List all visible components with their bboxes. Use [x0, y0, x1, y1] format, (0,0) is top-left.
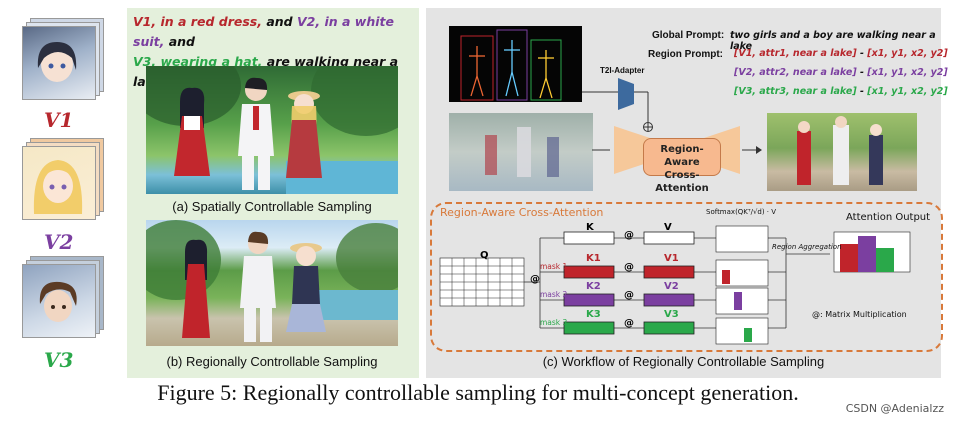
caption-c: (c) Workflow of Regionally Controllable …: [542, 354, 825, 369]
generated-image-spatial: [146, 66, 398, 194]
v1-label: V1: [664, 253, 679, 264]
at-op-k: @: [624, 230, 634, 241]
attention-output-label: Attention Output: [846, 212, 931, 223]
caption-a: (a) Spatially Controllable Sampling: [172, 199, 372, 214]
at-op-q: @: [530, 274, 540, 285]
rac-diagram: [439, 225, 911, 345]
caption-b: (b) Regionally Controllable Sampling: [166, 354, 378, 369]
concept-v3-images: [22, 256, 104, 338]
anime-girl-dark-hair-icon: [37, 42, 77, 82]
rac-detail-box: [430, 202, 943, 352]
concept-v1-images: [22, 18, 104, 100]
k3-label: K3: [586, 309, 601, 320]
prompt-v1: V1,: [133, 14, 157, 29]
prompt-and-1: and: [261, 14, 297, 29]
v-label: V: [664, 222, 672, 233]
region-prompt-1-text: [V1, attr1, near a lake]: [734, 48, 857, 59]
region-prompt-1: [V1, attr1, near a lake] - [x1, y1, x2, …: [734, 48, 948, 59]
concept-v1-label: V1: [44, 108, 74, 132]
k1-label: K1: [586, 253, 601, 264]
output-characters-icon: [797, 116, 883, 185]
at-op-k2: @: [624, 290, 634, 301]
k-label: K: [586, 222, 594, 233]
concept-v3-label: V3: [44, 348, 74, 372]
noisy-characters-icon: [485, 127, 559, 177]
region-prompt-label: Region Prompt:: [648, 49, 723, 60]
v2-label: V2: [664, 281, 679, 292]
mask-1-label: mask 1: [540, 262, 568, 271]
pose-skeleton-image: [449, 26, 582, 102]
region-prompt-3-sep: -: [856, 86, 868, 97]
region-aware-module: Region-Aware Cross-Attention: [643, 138, 721, 194]
region-prompt-3: [V3, attr3, near a lake] - [x1, y1, x2, …: [734, 86, 948, 97]
region-prompt-3-text: [V3, attr3, near a lake]: [734, 86, 857, 97]
region-prompt-2-text: [V2, attr2, near a lake]: [734, 67, 857, 78]
at-op-k3: @: [624, 318, 634, 329]
prompt-v2: V2,: [296, 14, 321, 29]
region-prompt-3-coords: [x1, y1, x2, y2]: [867, 86, 948, 97]
prompt-and-2: and: [164, 34, 195, 49]
noisy-latent-image: [449, 113, 593, 191]
rac-title: Region-Aware Cross-Attention: [440, 206, 604, 219]
global-prompt-text: two girls and a boy are walking near a l…: [730, 30, 936, 52]
concept-v2-label: V2: [44, 230, 74, 254]
region-prompt-2: [V2, attr2, near a lake] - [x1, y1, x2, …: [734, 67, 948, 78]
k2-label: K2: [586, 281, 601, 292]
at-op-k1: @: [624, 262, 634, 273]
anime-boy-brown-hair-icon: [39, 281, 77, 322]
generated-image-regional: [146, 220, 398, 346]
t2i-adapter-label: T2I-Adapter: [600, 66, 645, 75]
prompt-v2-attr: in a white suit,: [133, 14, 394, 49]
region-prompt-2-sep: -: [856, 67, 868, 78]
watermark: CSDN @Adenialzz: [845, 402, 944, 415]
output-image: [767, 113, 917, 191]
figure-caption: Figure 5: Regionally controllable sampli…: [157, 380, 799, 405]
mask-3-label: mask 3: [540, 318, 568, 327]
three-characters-illustration-regional: [146, 220, 398, 342]
mask-2-label: mask 2: [540, 290, 568, 299]
matrix-multiplication-note: @: Matrix Multiplication: [812, 310, 907, 319]
region-prompt-1-coords: [x1, y1, x2, y2]: [867, 48, 948, 59]
anime-girl-blonde-icon: [33, 160, 83, 214]
v3-label: V3: [664, 309, 679, 320]
prompt-v1-attr: in a red dress,: [156, 14, 262, 29]
region-aggregation-label: Region Aggregation: [772, 243, 842, 251]
q-label: Q: [480, 250, 489, 261]
pose-skeleton-icon: [460, 29, 562, 101]
softmax-formula: Softmax(QKᵀ/√d) · V: [706, 208, 777, 216]
region-prompt-1-sep: -: [856, 48, 868, 59]
concept-v2-images: [22, 138, 104, 220]
global-prompt-label: Global Prompt:: [652, 30, 725, 41]
region-prompt-2-coords: [x1, y1, x2, y2]: [867, 67, 948, 78]
t2i-adapter-diagram: [582, 78, 653, 132]
three-characters-illustration: [146, 66, 398, 194]
